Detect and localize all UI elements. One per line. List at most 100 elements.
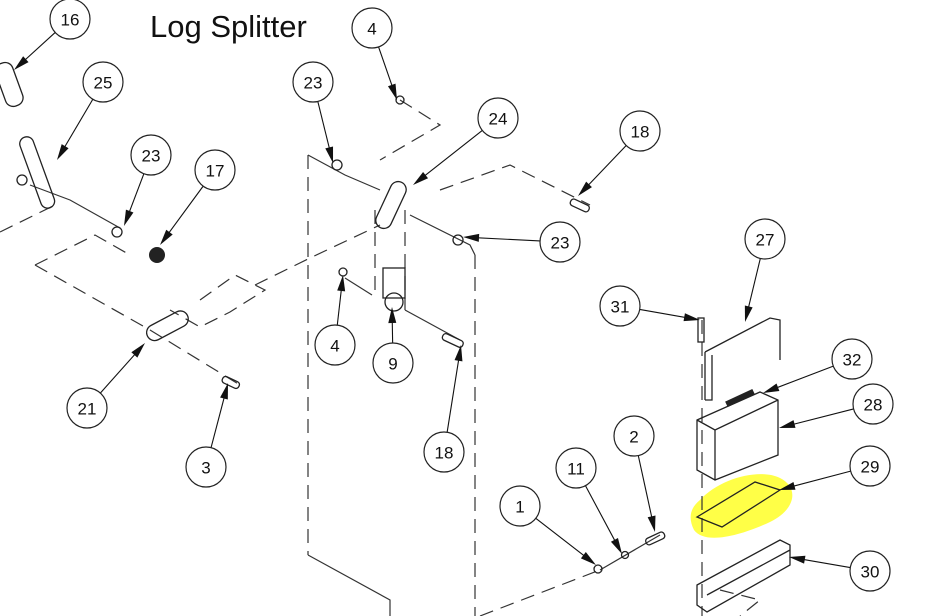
balloon-circle (314, 324, 356, 366)
callout-32: 32 (763, 338, 873, 393)
arrowhead-icon (124, 209, 134, 226)
leader-line (584, 485, 618, 546)
assembly-lines (0, 99, 762, 616)
callout-9: 9 (372, 307, 414, 384)
balloon-circle (66, 387, 108, 429)
leader-line (639, 308, 691, 319)
part-3-pin (221, 375, 241, 390)
leader-line (535, 517, 589, 560)
part-4-nut-top (395, 95, 405, 105)
arrowhead-icon (578, 181, 592, 196)
part-18-pin-top (569, 198, 590, 213)
part-2-bolt (645, 531, 666, 546)
leader-line (798, 558, 851, 569)
callout-24: 24 (413, 97, 519, 185)
balloon-circle (130, 134, 172, 176)
balloon-circle (185, 446, 227, 488)
callout-11: 11 (555, 447, 622, 554)
part-32-cable (725, 388, 755, 408)
arrowhead-icon (387, 83, 397, 100)
balloon-circle (744, 218, 786, 260)
arrowhead-icon (337, 275, 346, 292)
part-23-bushing-centre (331, 159, 343, 171)
part-31-bolt (697, 317, 705, 343)
balloon-label: 23 (304, 74, 323, 93)
arrowhead-icon (131, 343, 145, 358)
callout-16: 16 (14, 0, 91, 70)
leader-line (472, 236, 541, 242)
parts (0, 61, 791, 613)
arrowhead-icon (454, 345, 463, 362)
balloon-label: 9 (388, 355, 397, 374)
leader-line (127, 173, 145, 217)
balloon-label: 4 (367, 20, 376, 39)
part-16-handle-grip (0, 61, 24, 108)
callout-18: 18 (578, 110, 661, 196)
callout-4: 4 (314, 275, 356, 366)
part-9-bracket (382, 267, 406, 299)
arrowhead-icon (647, 515, 656, 532)
balloon-circle (194, 149, 236, 191)
callout-21: 21 (66, 343, 145, 429)
leader-line (61, 98, 94, 152)
balloon-label: 29 (861, 458, 880, 477)
arrowhead-icon (580, 552, 596, 565)
balloon-circle (499, 485, 541, 527)
balloon-label: 2 (629, 428, 638, 447)
arrowhead-icon (763, 383, 780, 393)
leader-line (584, 145, 627, 190)
balloon-label: 32 (843, 351, 862, 370)
balloon-label: 30 (861, 563, 880, 582)
leader-line (210, 392, 226, 448)
balloon-label: 4 (330, 337, 339, 356)
highlight-part-29 (690, 474, 793, 538)
leader-line (420, 129, 483, 180)
leader-line (772, 365, 834, 390)
arrowhead-icon (413, 171, 429, 185)
leader-line (637, 455, 654, 523)
part-18-pin (441, 332, 464, 348)
balloon-circle (423, 431, 465, 473)
balloon-circle (849, 550, 891, 592)
arrowhead-icon (325, 146, 334, 163)
callout-31: 31 (599, 285, 700, 327)
arrowhead-icon (779, 482, 796, 490)
part-27-hold-down (704, 317, 781, 401)
balloon-label: 23 (142, 147, 161, 166)
callout-23: 23 (292, 61, 334, 163)
callout-4: 4 (351, 7, 397, 100)
callout-25: 25 (57, 61, 124, 160)
part-21-link (145, 310, 189, 342)
balloon-label: 17 (206, 162, 225, 181)
balloon-circle (849, 445, 891, 487)
leader-line (336, 284, 343, 326)
arrowhead-icon (160, 229, 173, 245)
balloon-circle (539, 221, 581, 263)
part-28-battery (696, 391, 779, 481)
balloon-label: 24 (489, 110, 508, 129)
arrowhead-icon (789, 555, 806, 564)
leader-line (446, 354, 460, 433)
balloon-circle (852, 383, 894, 425)
balloon-circle (619, 110, 661, 152)
balloon-label: 23 (551, 234, 570, 253)
balloon-label: 25 (94, 74, 113, 93)
part-30-tray (696, 539, 791, 613)
balloon-circle (831, 338, 873, 380)
leader-line (165, 185, 204, 238)
arrowhead-icon (610, 538, 622, 554)
callout-3: 3 (185, 383, 228, 488)
part-11-nut (620, 550, 630, 560)
balloon-circle (372, 342, 414, 384)
diagram-title: Log Splitter (150, 9, 307, 44)
balloon-label: 28 (864, 396, 883, 415)
balloon-label: 3 (201, 459, 210, 478)
callout-30: 30 (789, 550, 891, 592)
callout-23: 23 (124, 134, 172, 226)
leader-line (746, 258, 761, 313)
arrowhead-icon (57, 144, 69, 160)
leader-line (788, 408, 854, 427)
part-25-lever (19, 136, 56, 209)
